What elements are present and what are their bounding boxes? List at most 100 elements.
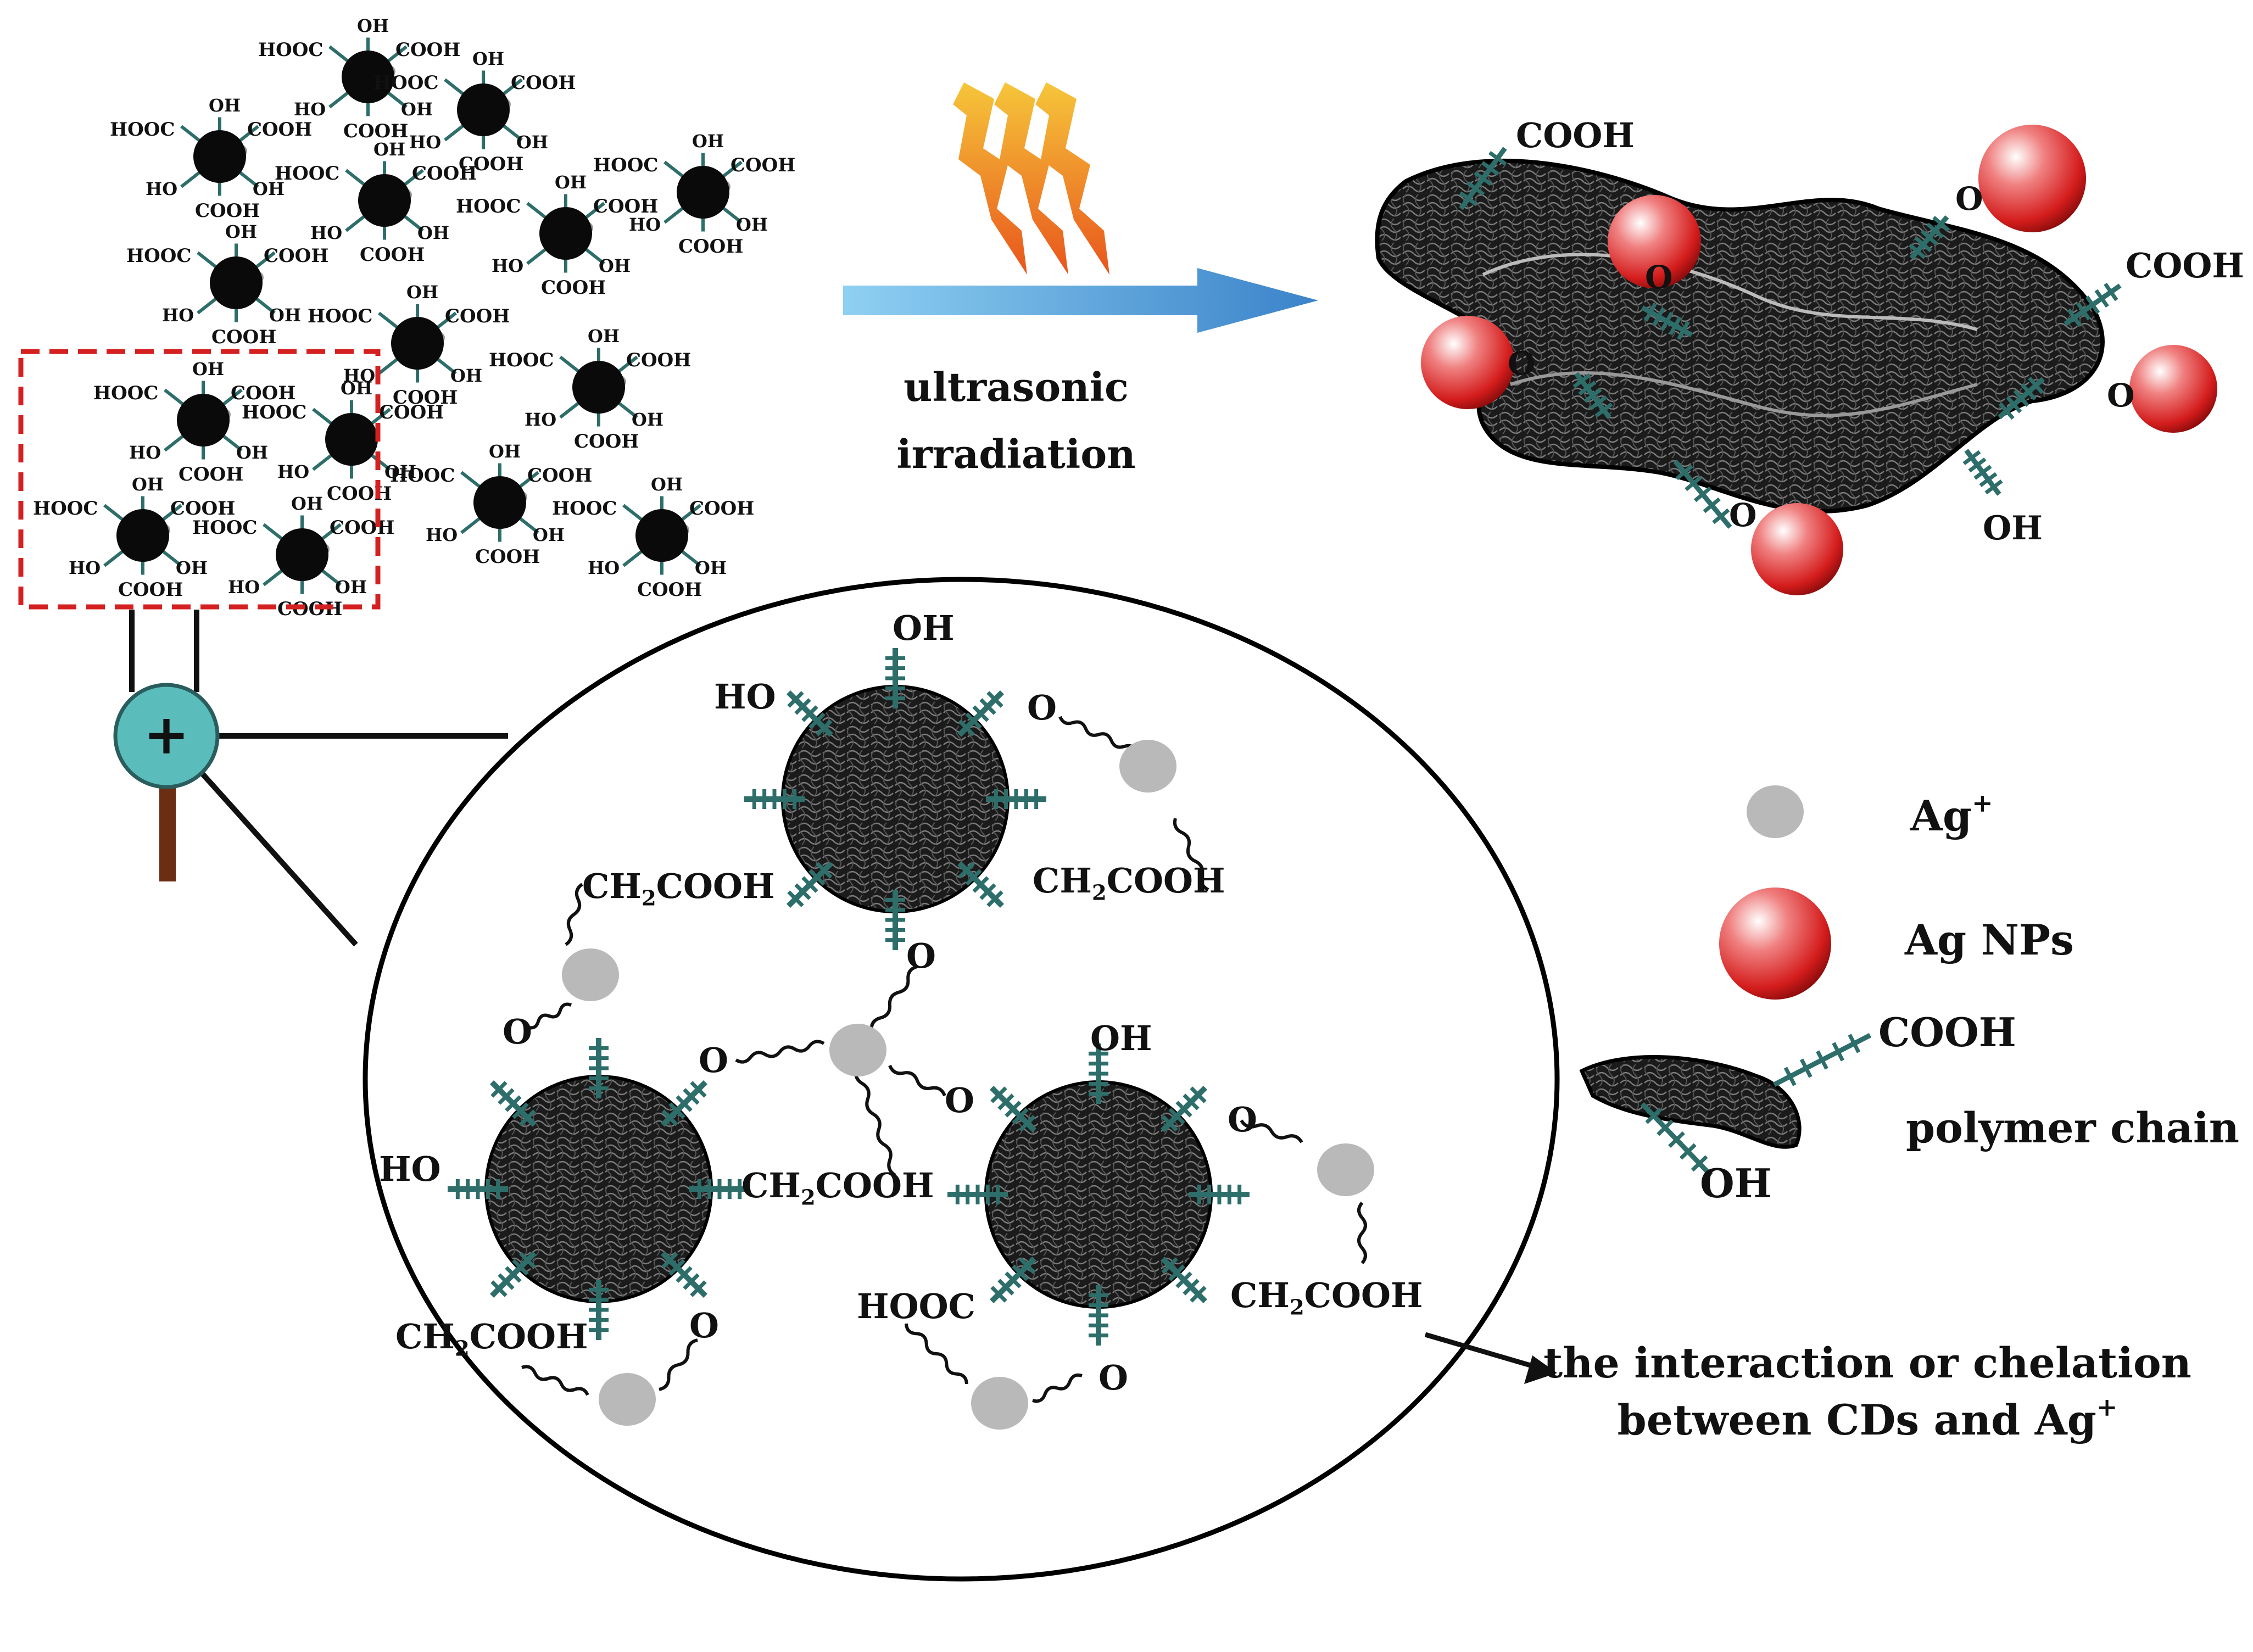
functional-group	[947, 1185, 1008, 1204]
comb-tooth	[1161, 1115, 1178, 1132]
comb-tooth	[690, 1081, 707, 1098]
comb-tooth	[1474, 171, 1492, 186]
chain-link	[1240, 1119, 1303, 1143]
product-oh-label: OH	[1983, 509, 2043, 548]
functional-group	[1640, 1102, 1713, 1177]
carbon-dot-core	[635, 509, 688, 562]
ag-nanoparticle	[1421, 316, 1514, 409]
cooh-label: COOH	[379, 401, 444, 423]
carbon-dot-core	[193, 130, 246, 183]
chain-link	[735, 1040, 825, 1064]
comb-tooth	[2094, 289, 2109, 308]
comb-tooth	[1668, 1131, 1685, 1148]
ho-label: HO	[426, 524, 458, 545]
comb-tooth	[1832, 1042, 1845, 1062]
functional-group	[589, 1038, 609, 1098]
comb-tooth	[2028, 376, 2044, 394]
oh-label: OH	[599, 255, 631, 276]
ultrasonic-irradiation-arrow: ultrasonic irradiation	[843, 82, 1318, 477]
cooh-label: COOH	[330, 517, 394, 539]
ag-nanoparticle	[1978, 125, 2086, 232]
comb-tooth	[787, 890, 804, 907]
comb-tooth	[1594, 403, 1613, 418]
functional-group	[1998, 376, 2045, 420]
cooh-label: COOH	[195, 200, 260, 222]
ho-label: HO	[492, 255, 523, 276]
functional-group	[1089, 1285, 1108, 1346]
comb-tooth	[1652, 307, 1665, 327]
comb-tooth	[997, 1279, 1014, 1296]
carbon-dot-core	[473, 476, 526, 529]
comb-tooth	[505, 1266, 522, 1283]
carbon-dot-core	[325, 413, 378, 466]
oh-label: OH	[516, 132, 548, 153]
ho-label: HO	[228, 577, 260, 598]
comb-tooth	[2067, 308, 2082, 327]
oh-label: OH	[269, 305, 301, 326]
caption-arrow	[1424, 1332, 1557, 1384]
comb-tooth	[1677, 321, 1690, 341]
ag-ion	[599, 1373, 656, 1426]
ch2cooh-label: CH2COOH	[741, 1165, 934, 1210]
comb-tooth	[1669, 316, 1682, 336]
comb-tooth	[683, 1088, 700, 1105]
hooc-label: HOOC	[126, 245, 191, 267]
comb-tooth	[1183, 1093, 1200, 1110]
o-label: O	[689, 1305, 719, 1346]
hooc-label: HOOC	[275, 163, 339, 185]
comb-tooth	[986, 691, 1003, 708]
functional-group	[787, 861, 833, 908]
carbon-dot-core	[677, 166, 729, 219]
legend-ag-np-label: Ag NPs	[1904, 916, 2074, 964]
functional-group	[589, 1280, 609, 1340]
ch2cooh-label: CH2COOH	[1230, 1275, 1423, 1320]
cooh-label: COOH	[231, 382, 295, 404]
comb-tooth	[1984, 479, 2003, 495]
comb-tooth	[2085, 295, 2100, 314]
comb-tooth	[1589, 395, 1608, 410]
oh-label: OH	[555, 172, 587, 193]
ch2cooh-label: CH2COOH	[582, 866, 775, 911]
comb-tooth	[1459, 191, 1477, 206]
cooh-label: COOH	[179, 464, 243, 485]
comb-tooth	[816, 719, 833, 736]
comb-tooth	[979, 883, 996, 900]
functional-group	[1161, 1086, 1207, 1132]
ag-ions	[562, 740, 1374, 1430]
comb-tooth	[1645, 1107, 1663, 1124]
oh-label: OH	[692, 131, 724, 152]
comb-tooth	[1481, 161, 1499, 176]
ag-nanoparticle	[1608, 195, 1701, 288]
product-o-label: O	[1508, 345, 1536, 382]
o-label: O	[945, 1080, 974, 1120]
hooc-label: HOOC	[373, 72, 438, 94]
comb-tooth	[1019, 1115, 1036, 1132]
comb-tooth	[972, 876, 989, 893]
comb-tooth	[965, 869, 982, 886]
cooh-label: COOH	[459, 153, 523, 175]
comb-tooth	[958, 719, 975, 736]
cooh-label: COOH	[637, 579, 702, 601]
comb-tooth	[1019, 1257, 1036, 1274]
legend: Ag+ Ag NPs COOH OH polymer chain	[1579, 785, 2239, 1207]
oh-label: OH	[588, 326, 620, 347]
oh-label: OH	[335, 577, 367, 598]
comb-tooth	[1685, 475, 1703, 492]
hooc-label: HOOC	[242, 401, 306, 423]
cooh-label: COOH	[730, 154, 795, 176]
comb-tooth	[1908, 243, 1926, 259]
functional-group	[1459, 147, 1507, 210]
carbon-dot-core	[342, 51, 394, 103]
functional-group	[1572, 372, 1613, 419]
ho-label: HO	[343, 365, 375, 386]
oh-label: OH	[489, 441, 521, 462]
comb-tooth	[2020, 383, 2037, 401]
oh-label: OH	[406, 282, 438, 303]
legend-polymer-chain-swatch	[1579, 1032, 1872, 1177]
cooh-label: COOH	[360, 244, 425, 266]
comb-tooth	[1693, 486, 1712, 503]
comb-tooth	[1657, 1119, 1674, 1136]
hooc-label: HOOC	[456, 196, 521, 217]
